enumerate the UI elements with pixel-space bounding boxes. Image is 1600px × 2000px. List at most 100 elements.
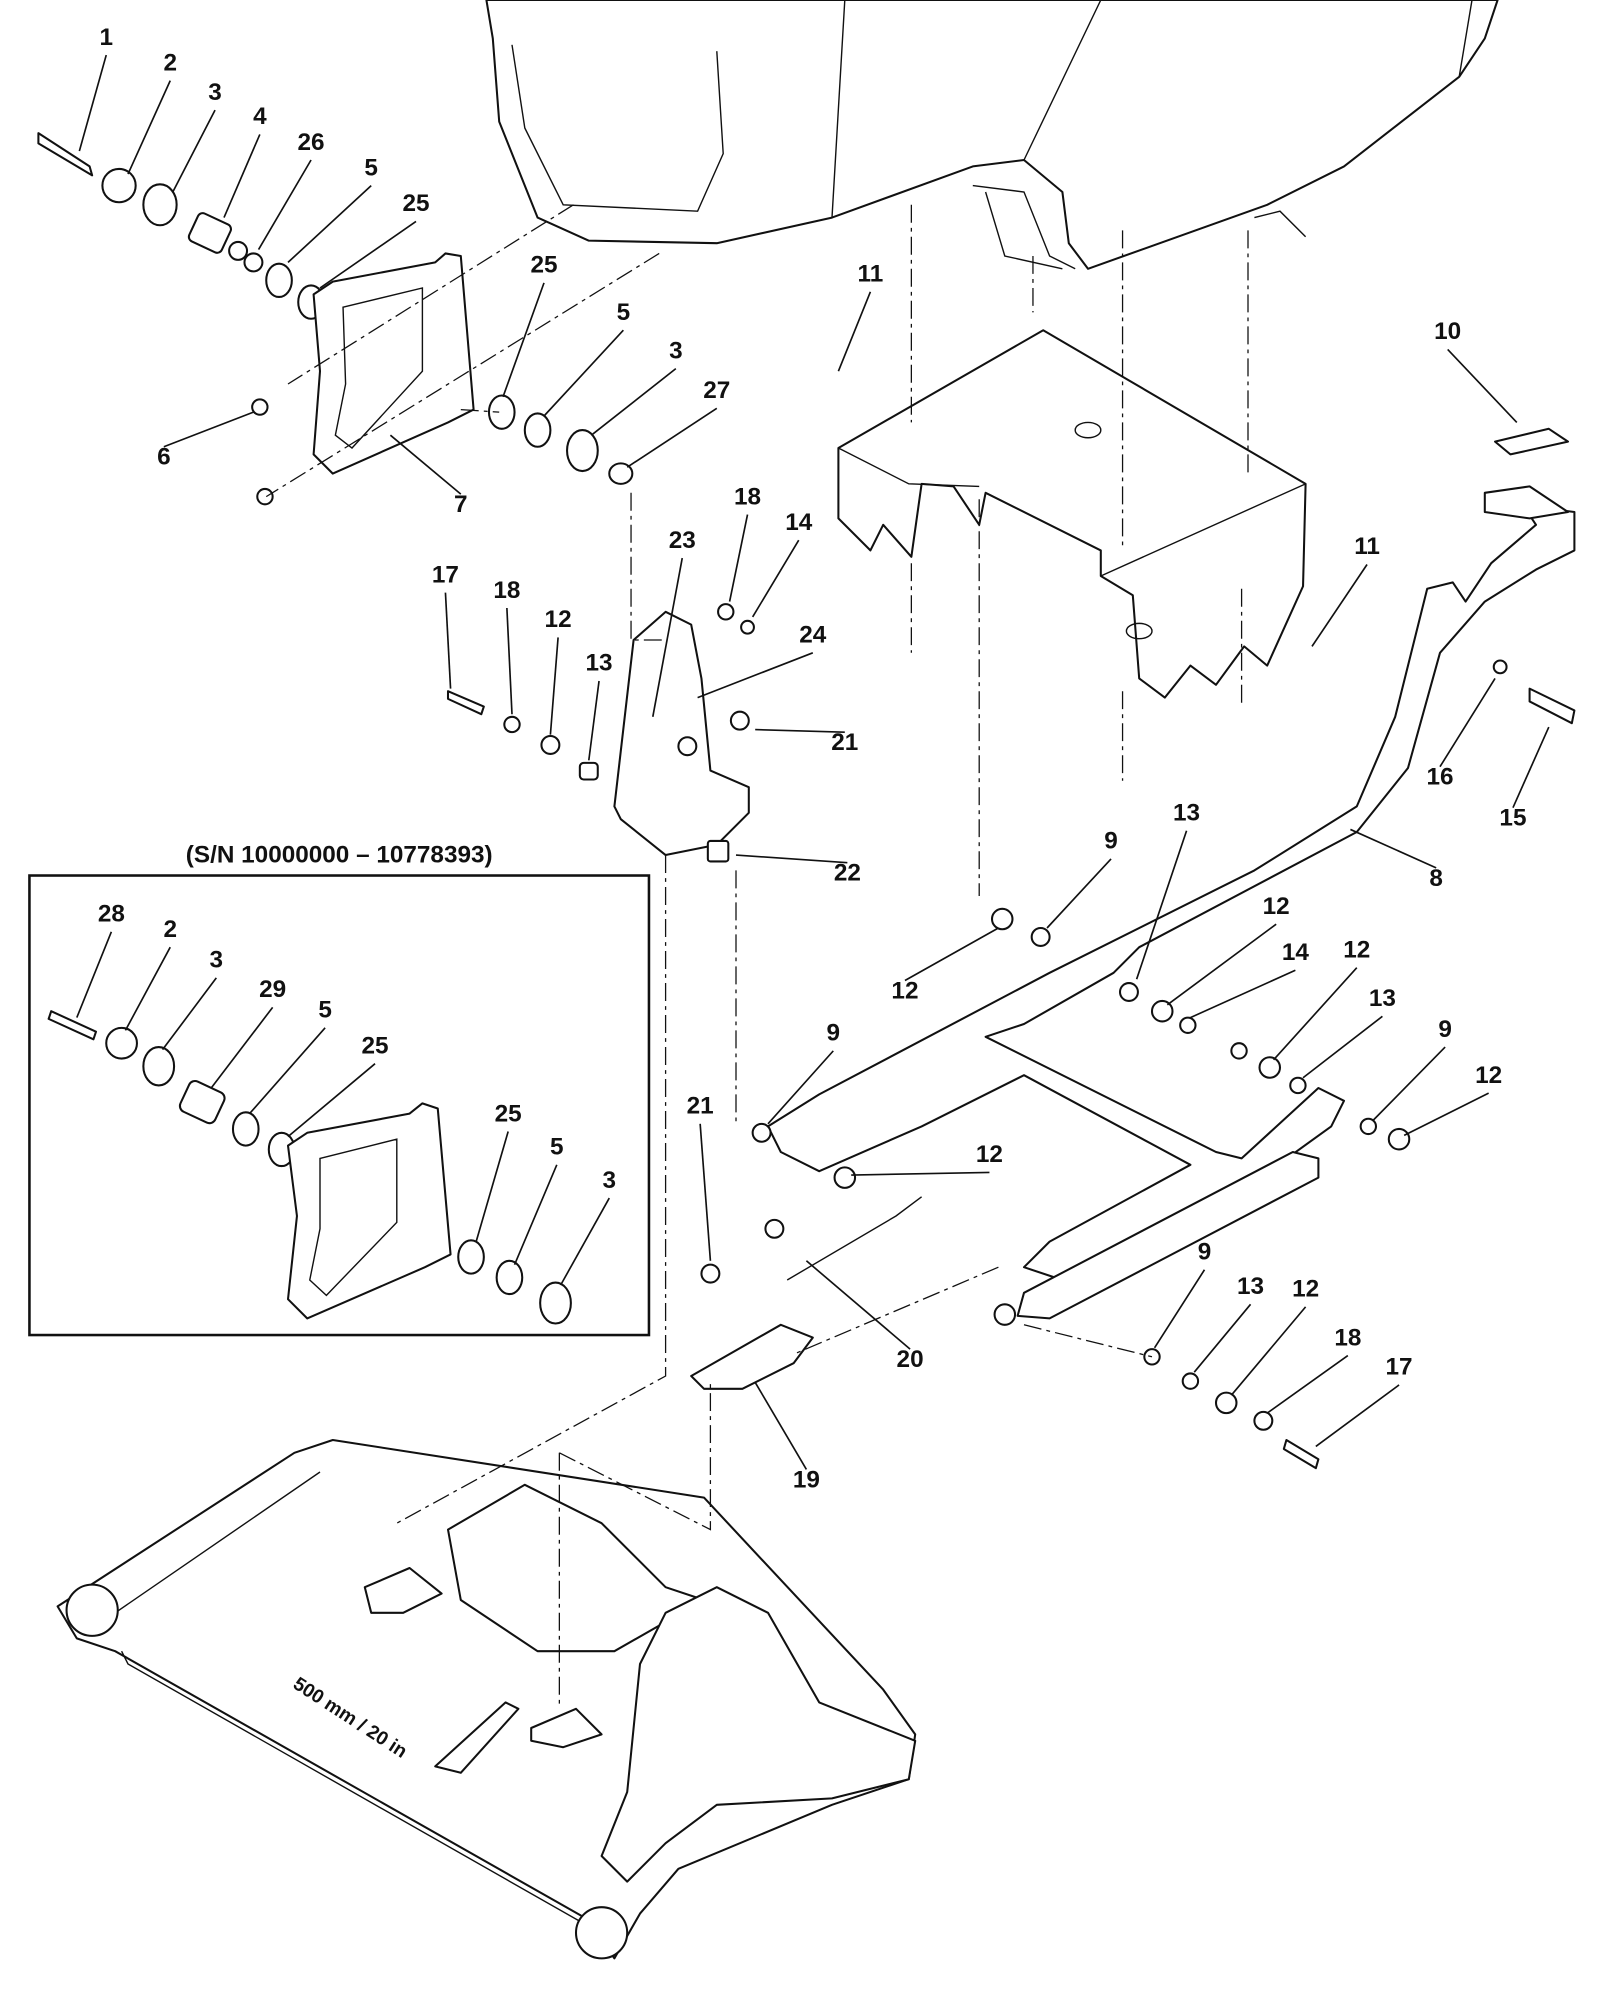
leader-line	[904, 927, 999, 982]
seat-plate	[837, 329, 1307, 699]
leader-line	[248, 1027, 326, 1115]
mounting-bracket	[446, 603, 755, 863]
leader-line	[1350, 828, 1437, 869]
leader-line	[1266, 1354, 1349, 1414]
callout-number: 21	[831, 729, 858, 756]
leader-line	[319, 220, 417, 289]
leader-line	[735, 854, 848, 864]
leader-line	[502, 282, 545, 398]
callout-number: 17	[432, 561, 459, 588]
leader-line	[549, 637, 559, 735]
leader-line	[257, 159, 312, 251]
leader-line	[1302, 1015, 1383, 1079]
leader-line	[728, 514, 749, 602]
leader-line	[751, 539, 800, 618]
callout-number: 23	[669, 527, 696, 554]
callout-labels: 1234265252553276711101118142317181213242…	[98, 24, 1527, 1494]
leader-line	[1190, 969, 1296, 1019]
leader-line	[76, 931, 113, 1018]
callout-number: 22	[834, 860, 861, 887]
leader-line	[1403, 1092, 1490, 1137]
callout-number: 14	[785, 509, 813, 536]
callout-number: 2	[163, 916, 177, 943]
callout-number: 5	[550, 1134, 564, 1161]
callout-number: 9	[1104, 828, 1118, 855]
callout-number: 12	[1475, 1062, 1502, 1089]
leader-line	[444, 592, 452, 689]
leader-line	[127, 80, 171, 175]
leader-line	[559, 1197, 611, 1286]
leader-lines	[76, 54, 1550, 1470]
leader-line	[1311, 564, 1368, 647]
callout-number: 9	[827, 1020, 841, 1047]
leader-line	[124, 946, 171, 1031]
leader-line	[1046, 858, 1112, 929]
callout-number: 29	[259, 976, 286, 1003]
leader-line	[287, 184, 372, 264]
leader-line	[287, 1063, 376, 1138]
upper-hardware	[37, 132, 634, 506]
callout-number: 1	[99, 24, 113, 51]
callout-number: 21	[687, 1093, 714, 1120]
callout-number: 13	[1369, 985, 1396, 1012]
callout-number: 13	[1237, 1273, 1264, 1300]
leader-line	[837, 291, 872, 372]
leader-line	[543, 329, 624, 417]
callout-number: 5	[318, 997, 332, 1024]
callout-number: 11	[1354, 533, 1380, 560]
callout-number: 3	[208, 79, 222, 106]
callout-number: 12	[976, 1141, 1003, 1168]
callout-number: 4	[253, 103, 267, 130]
callout-number: 15	[1499, 805, 1526, 832]
leader-line	[1153, 1269, 1206, 1349]
callout-number: 9	[1198, 1239, 1212, 1266]
leader-line	[590, 367, 677, 436]
leader-line	[1135, 830, 1188, 980]
callout-number: 28	[98, 901, 125, 928]
leader-line	[851, 1171, 990, 1176]
leader-line	[767, 1050, 834, 1125]
callout-number: 5	[364, 154, 378, 181]
callout-number: 3	[210, 947, 224, 974]
leader-line	[475, 1131, 509, 1242]
leader-line	[1512, 726, 1550, 809]
callout-number: 25	[530, 252, 557, 279]
leader-line	[161, 977, 217, 1051]
leader-line	[754, 1381, 808, 1470]
center-lines	[265, 204, 1249, 1709]
leader-line	[1372, 1046, 1446, 1121]
callout-number: 12	[891, 977, 918, 1004]
leader-line	[506, 607, 513, 715]
callout-number: 20	[897, 1346, 924, 1373]
callout-number: 17	[1386, 1354, 1413, 1381]
callout-number: 12	[545, 606, 572, 633]
callout-number: 26	[298, 129, 325, 156]
callout-number: 7	[454, 491, 468, 518]
callout-number: 24	[799, 622, 827, 649]
seat	[485, 0, 1499, 270]
callout-number: 3	[669, 337, 683, 364]
callout-number: 10	[1434, 318, 1461, 345]
mower-deck: 500 mm / 20 in	[56, 1438, 917, 1960]
leader-line	[1230, 1306, 1307, 1396]
callout-number: 5	[617, 299, 631, 326]
callout-number: 25	[495, 1100, 522, 1127]
callout-number: 12	[1292, 1276, 1319, 1303]
leader-line	[389, 434, 462, 495]
leader-line	[172, 109, 216, 193]
leader-line	[1439, 677, 1496, 768]
callout-number: 18	[1334, 1324, 1361, 1351]
callout-number: 13	[586, 650, 613, 677]
callout-number: 9	[1438, 1016, 1452, 1043]
leader-line	[651, 557, 684, 717]
callout-number: 25	[402, 190, 429, 217]
callout-number: 18	[493, 577, 520, 604]
callout-number: 8	[1429, 865, 1443, 892]
leader-line	[1193, 1303, 1252, 1373]
callout-number: 13	[1173, 799, 1200, 826]
lift-arm	[751, 427, 1576, 1470]
leader-line	[163, 411, 254, 448]
leader-line	[1166, 923, 1277, 1006]
callout-number: 14	[1282, 939, 1310, 966]
